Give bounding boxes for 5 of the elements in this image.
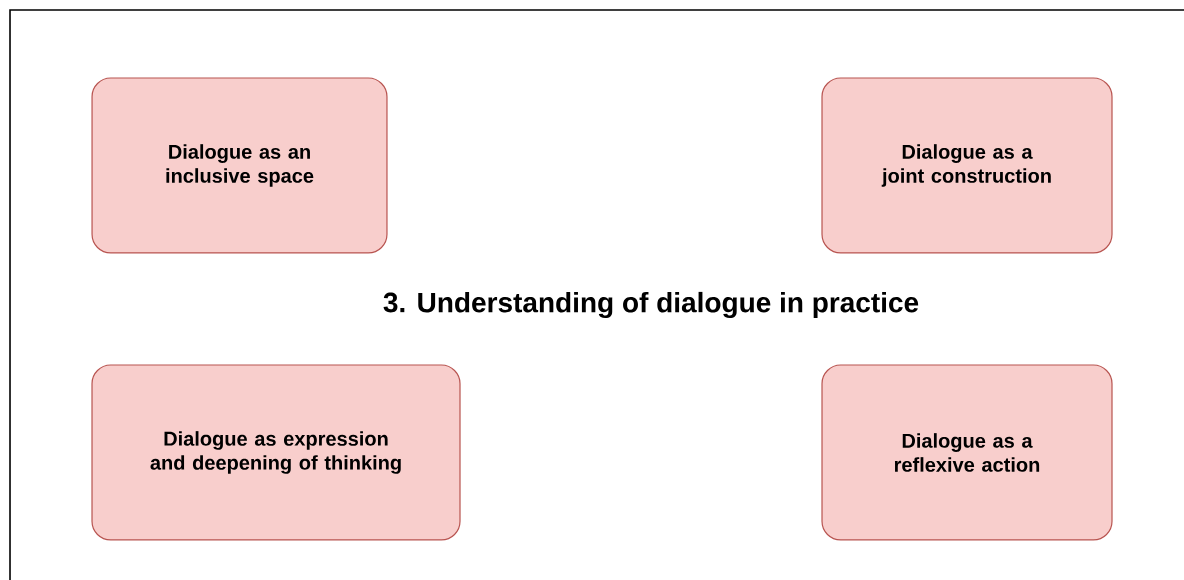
concept-box: Dialogue as a reflexive action [821,364,1113,541]
concept-box: Dialogue as a joint construction [821,77,1113,254]
diagram-title: 3. Understanding of dialogue in practice [383,291,919,319]
concept-box: Dialogue as expression and deepening of thinking [91,364,461,541]
concept-box: Dialogue as an inclusive space [91,77,388,254]
